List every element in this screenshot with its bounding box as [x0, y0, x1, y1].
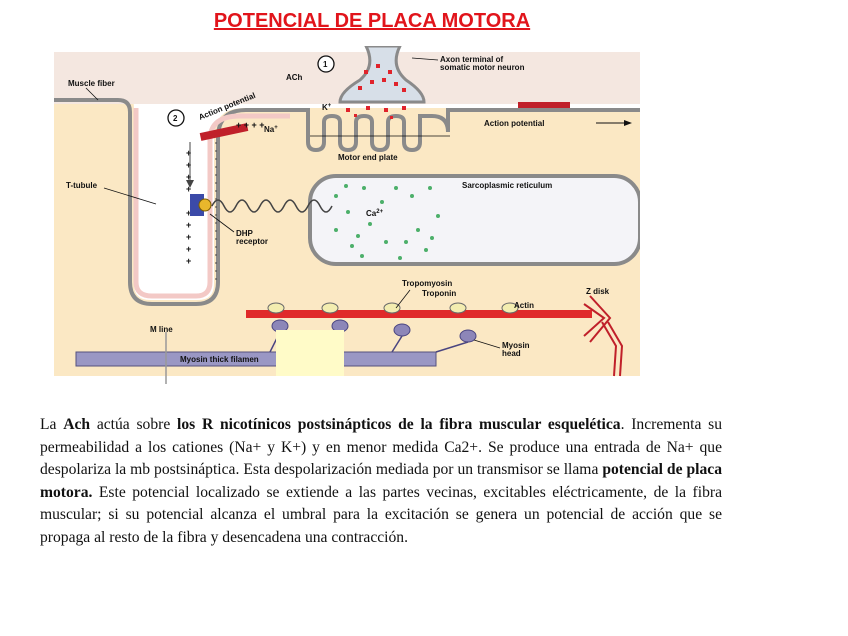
myosin-head-label-2: head [502, 349, 521, 358]
troponin-label: Troponin [422, 289, 456, 298]
step-1-marker: 1 [323, 60, 328, 69]
explanation-paragraph: La Ach actúa sobre los R nicotínicos pos… [40, 414, 722, 550]
m-line-label: M line [150, 325, 173, 334]
label-cover [276, 330, 344, 376]
dhp-label-2: receptor [236, 237, 268, 246]
motor-end-plate-diagram: ++++ +++++ + + + + 1 2 ACh Axon t [40, 46, 640, 386]
svg-text:+: + [186, 232, 191, 242]
tropomyosin-label: Tropomyosin [402, 279, 452, 288]
ach-label: ACh [286, 73, 303, 82]
page-title: POTENCIAL DE PLACA MOTORA [0, 10, 744, 33]
text-ach: Ach [63, 416, 90, 433]
myosin-thick-filament-label: Myosin thick filamen [180, 355, 259, 364]
svg-text:+ + + +: + + + + [236, 120, 265, 130]
step-2-marker: 2 [173, 114, 178, 123]
text-4: Este potencial localizado se extiende a … [40, 484, 722, 546]
text-2: actúa sobre [90, 416, 177, 433]
actin-label: Actin [514, 301, 534, 310]
text-receptors: los R nicotínicos postsinápticos de la f… [177, 416, 621, 433]
z-disk-label: Z disk [586, 287, 610, 296]
svg-text:+: + [186, 256, 191, 266]
actin-filament [246, 310, 592, 318]
action-potential-right-label: Action potential [484, 119, 544, 128]
svg-text:+: + [186, 220, 191, 230]
sarcoplasmic-reticulum-label: Sarcoplasmic reticulum [462, 181, 552, 190]
axon-terminal-label-2: somatic motor neuron [440, 63, 525, 72]
t-tubule-label: T-tubule [66, 181, 98, 190]
text-1: La [40, 416, 63, 433]
motor-end-plate-label: Motor end plate [338, 153, 398, 162]
muscle-fiber-label: Muscle fiber [68, 79, 115, 88]
svg-text:+: + [186, 244, 191, 254]
